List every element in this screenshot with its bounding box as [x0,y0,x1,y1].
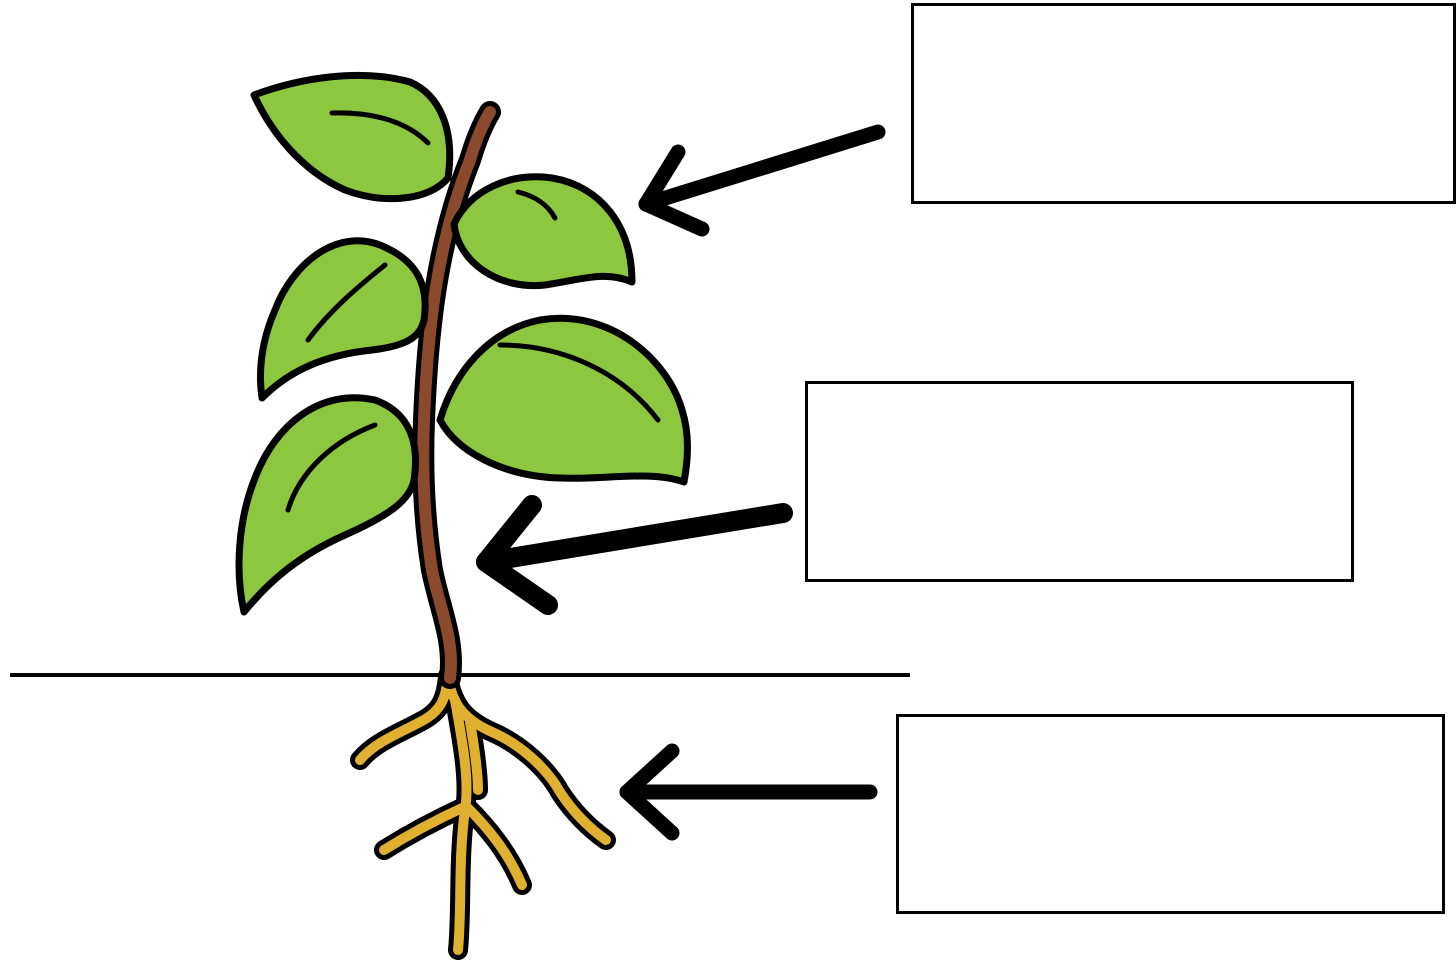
stem-fill [417,106,496,684]
roots-fill [355,671,611,955]
leaf-top-right [450,173,636,290]
roots [350,666,616,960]
stem [412,101,501,689]
arrow-to-leaf [638,124,886,237]
leaves [235,71,691,616]
arrow-to-stem [476,495,793,615]
leaf-middle-left [257,237,429,402]
label-box-roots[interactable] [896,714,1445,914]
label-box-leaf[interactable] [911,3,1456,204]
leaf-top-left [250,71,454,203]
arrows [476,124,886,841]
leaf-lower-left [235,394,419,616]
label-box-stem[interactable] [805,381,1354,582]
leaf-middle-right [436,314,691,486]
arrow-to-roots [619,743,878,841]
